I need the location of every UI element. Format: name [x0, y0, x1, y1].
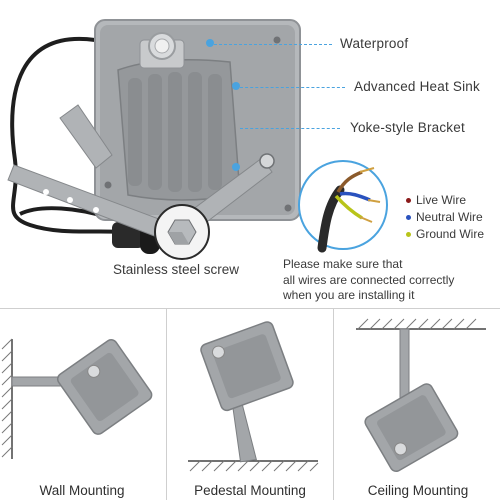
ceiling-mounting-illustration: [356, 318, 486, 473]
pedestal-mounting-panel: Pedestal Mounting: [168, 309, 332, 500]
wall-mounting-illustration: [1, 338, 153, 459]
panel-separator: [166, 309, 167, 500]
floodlight-illustration: [7, 19, 388, 260]
wiring-note-line-2: all wires are connected correctly: [283, 272, 455, 287]
wire-legend-ground: Ground Wire: [406, 226, 484, 243]
bracket-marker: [232, 163, 240, 171]
wiring-note: Please make sure that all wires are conn…: [283, 257, 498, 304]
screw-inset-icon: [154, 204, 210, 260]
heat-sink-label: Advanced Heat Sink: [354, 79, 480, 94]
waterproof-gland-icon: [139, 32, 185, 69]
product-detail-section: Waterproof Advanced Heat Sink Yoke-style…: [7, 19, 498, 304]
wiring-note-line-3: when you are installing it: [283, 288, 415, 302]
wire-legend-live: Live Wire: [406, 192, 484, 209]
wall-mounting-panel: Wall Mounting: [0, 309, 164, 500]
bracket-leader: [240, 128, 340, 129]
pedestal-mounting-label: Pedestal Mounting: [194, 483, 306, 498]
ground-wire-dot: [406, 232, 411, 237]
wire-legend-neutral: Neutral Wire: [406, 209, 484, 226]
ground-wire-label: Ground Wire: [416, 227, 485, 241]
wall-mounting-label: Wall Mounting: [39, 483, 125, 498]
heat-sink-leader: [240, 87, 345, 88]
heat-sink-marker: [232, 82, 240, 90]
heat-sink-icon: [117, 59, 241, 201]
mounting-options: Wall Mounting Pedestal Mounting: [0, 309, 500, 500]
wire-inset-icon: [298, 160, 388, 253]
panel-separator: [333, 309, 334, 500]
ceiling-mounting-panel: Ceiling Mounting: [336, 309, 500, 500]
wire-legend: Live Wire Neutral Wire Ground Wire: [406, 192, 484, 243]
neutral-wire-dot: [406, 215, 411, 220]
section-divider: [0, 308, 500, 309]
neutral-wire-label: Neutral Wire: [416, 210, 483, 224]
waterproof-label: Waterproof: [340, 36, 409, 51]
live-wire-dot: [406, 198, 411, 203]
power-cable: [10, 36, 121, 234]
wiring-note-line-1: Please make sure that: [283, 257, 403, 271]
bracket-label: Yoke-style Bracket: [350, 120, 465, 135]
live-wire-label: Live Wire: [416, 193, 467, 207]
screw-label: Stainless steel screw: [113, 262, 240, 277]
pedestal-mounting-illustration: [188, 321, 319, 472]
waterproof-leader: [214, 44, 332, 45]
ceiling-mounting-label: Ceiling Mounting: [367, 483, 469, 498]
waterproof-marker: [206, 39, 214, 47]
